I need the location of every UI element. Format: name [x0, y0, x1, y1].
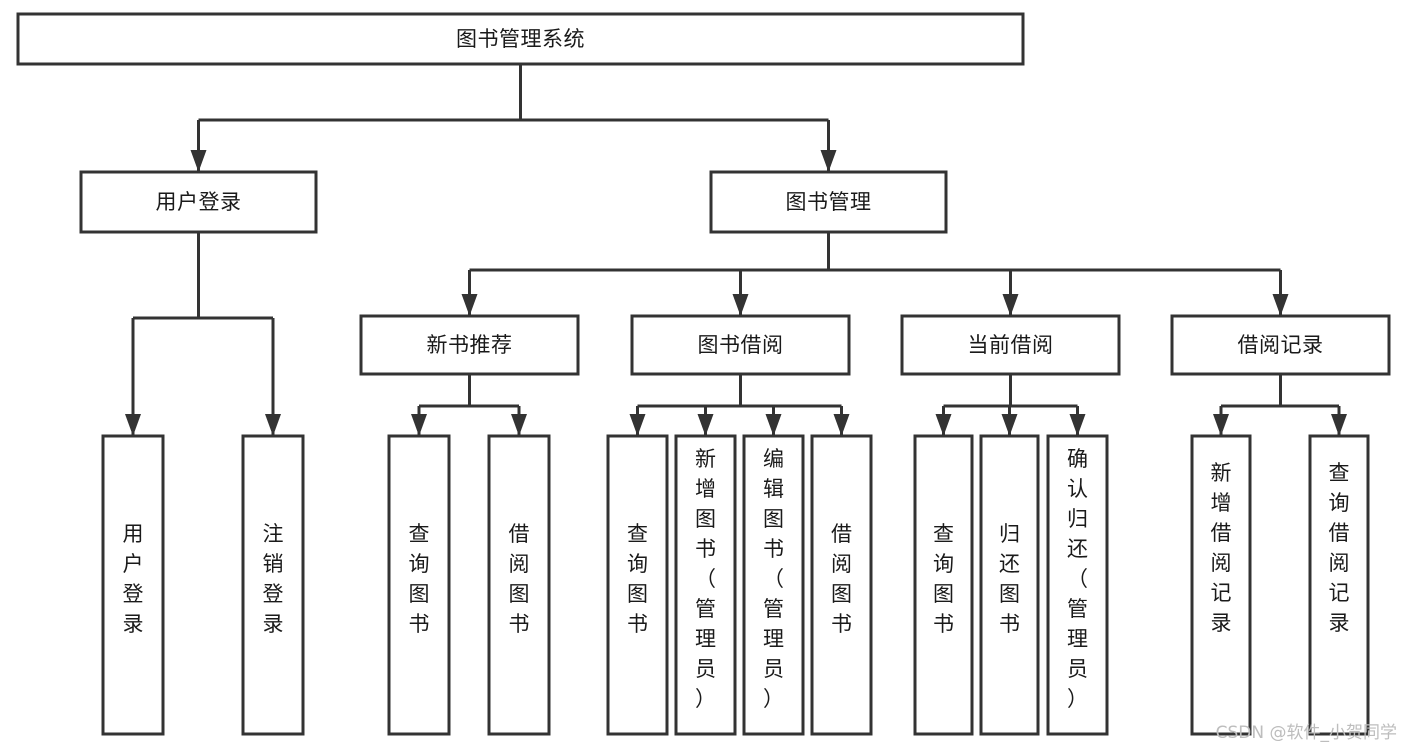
node-new-book-recommend[interactable]: 新书推荐 [359, 314, 580, 376]
edge-group-book-management [461, 232, 1289, 316]
node-borrow-record[interactable]: 借阅记录 [1170, 314, 1391, 376]
node-box [1190, 434, 1252, 736]
edges-layer [125, 64, 1347, 436]
node-label: 图书管理系统 [456, 27, 585, 51]
node-label: 图书管理 [786, 190, 872, 214]
edge-arrowhead [697, 414, 714, 436]
node-label: 确认归还（管理员） [1067, 447, 1088, 711]
node-leaf-query-book-current[interactable]: 查询图书 [913, 434, 974, 736]
edge-arrowhead [1213, 414, 1229, 436]
edge-arrowhead [511, 414, 527, 436]
node-label: 查询图书 [933, 522, 954, 636]
node-label: 归还图书 [999, 522, 1020, 636]
edge-group-borrow-record [1213, 374, 1347, 436]
node-leaf-user-login[interactable]: 用户登录 [101, 434, 165, 736]
node-box [359, 314, 580, 376]
edge-arrowhead [1331, 414, 1347, 436]
node-user-login[interactable]: 用户登录 [79, 170, 318, 234]
node-leaf-add-borrow-record[interactable]: 新增借阅记录 [1190, 434, 1252, 736]
node-box [1308, 434, 1370, 736]
node-label: 用户登录 [156, 190, 242, 214]
node-root[interactable]: 图书管理系统 [16, 12, 1025, 66]
node-current-borrow[interactable]: 当前借阅 [900, 314, 1121, 376]
edge-arrowhead [820, 150, 837, 172]
edge-arrowhead [1002, 294, 1019, 316]
node-box [709, 170, 948, 234]
edge-arrowhead [461, 294, 478, 316]
node-box [606, 434, 669, 736]
edge-arrowhead [1001, 414, 1018, 436]
node-box [742, 434, 805, 736]
node-box [79, 170, 318, 234]
node-box [913, 434, 974, 736]
edge-arrowhead [125, 414, 141, 436]
node-leaf-edit-book-admin[interactable]: 编辑图书（管理员） [742, 434, 805, 736]
node-box [810, 434, 873, 736]
node-label: 查询图书 [409, 522, 430, 636]
node-box [630, 314, 851, 376]
edge-group-book-borrow [629, 374, 850, 436]
edge-arrowhead [629, 414, 646, 436]
node-label: 新增图书（管理员） [695, 447, 716, 711]
node-label: 当前借阅 [968, 333, 1054, 357]
edge-arrowhead [190, 150, 207, 172]
edge-arrowhead [265, 414, 281, 436]
node-box [979, 434, 1040, 736]
node-leaf-borrow-book-recommend[interactable]: 借阅图书 [487, 434, 551, 736]
node-leaf-borrow-book[interactable]: 借阅图书 [810, 434, 873, 736]
edge-group-root [190, 64, 837, 172]
edge-group-user-login [125, 232, 281, 436]
node-box [1170, 314, 1391, 376]
node-leaf-return-book[interactable]: 归还图书 [979, 434, 1040, 736]
node-label: 借阅记录 [1238, 333, 1324, 357]
watermark-label: CSDN @软件_小贺同学 [1215, 723, 1397, 743]
edge-arrowhead [411, 414, 427, 436]
edge-group-current-borrow [935, 374, 1086, 436]
node-box [16, 12, 1025, 66]
node-box [900, 314, 1121, 376]
edge-arrowhead [1069, 414, 1086, 436]
node-label: 借阅图书 [509, 522, 530, 636]
edge-arrowhead [935, 414, 952, 436]
node-label: 查询图书 [627, 522, 648, 636]
node-label: 编辑图书（管理员） [763, 447, 784, 711]
edge-arrowhead [765, 414, 782, 436]
node-leaf-query-borrow-record[interactable]: 查询借阅记录 [1308, 434, 1370, 736]
node-book-management[interactable]: 图书管理 [709, 170, 948, 234]
node-box [241, 434, 305, 736]
node-book-borrow[interactable]: 图书借阅 [630, 314, 851, 376]
node-leaf-confirm-return-admin[interactable]: 确认归还（管理员） [1046, 434, 1109, 736]
node-label: 新增借阅记录 [1211, 461, 1232, 635]
edge-group-new-book-recommend [411, 374, 527, 436]
node-leaf-query-book-recommend[interactable]: 查询图书 [387, 434, 451, 736]
nodes-layer: 图书管理系统用户登录图书管理新书推荐图书借阅当前借阅借阅记录用户登录注销登录查询… [16, 12, 1391, 736]
node-label: 用户登录 [123, 522, 144, 636]
node-leaf-query-book-borrow[interactable]: 查询图书 [606, 434, 669, 736]
edge-arrowhead [732, 294, 749, 316]
node-leaf-logout[interactable]: 注销登录 [241, 434, 305, 736]
node-box [674, 434, 737, 736]
node-box [101, 434, 165, 736]
node-label: 注销登录 [263, 522, 284, 636]
node-box [487, 434, 551, 736]
node-leaf-add-book-admin[interactable]: 新增图书（管理员） [674, 434, 737, 736]
node-label: 借阅图书 [831, 522, 852, 636]
edge-arrowhead [1272, 294, 1289, 316]
node-label: 图书借阅 [698, 333, 784, 357]
node-box [387, 434, 451, 736]
node-label: 查询借阅记录 [1329, 461, 1350, 635]
node-label: 新书推荐 [427, 333, 513, 357]
node-box [1046, 434, 1109, 736]
edge-arrowhead [833, 414, 850, 436]
